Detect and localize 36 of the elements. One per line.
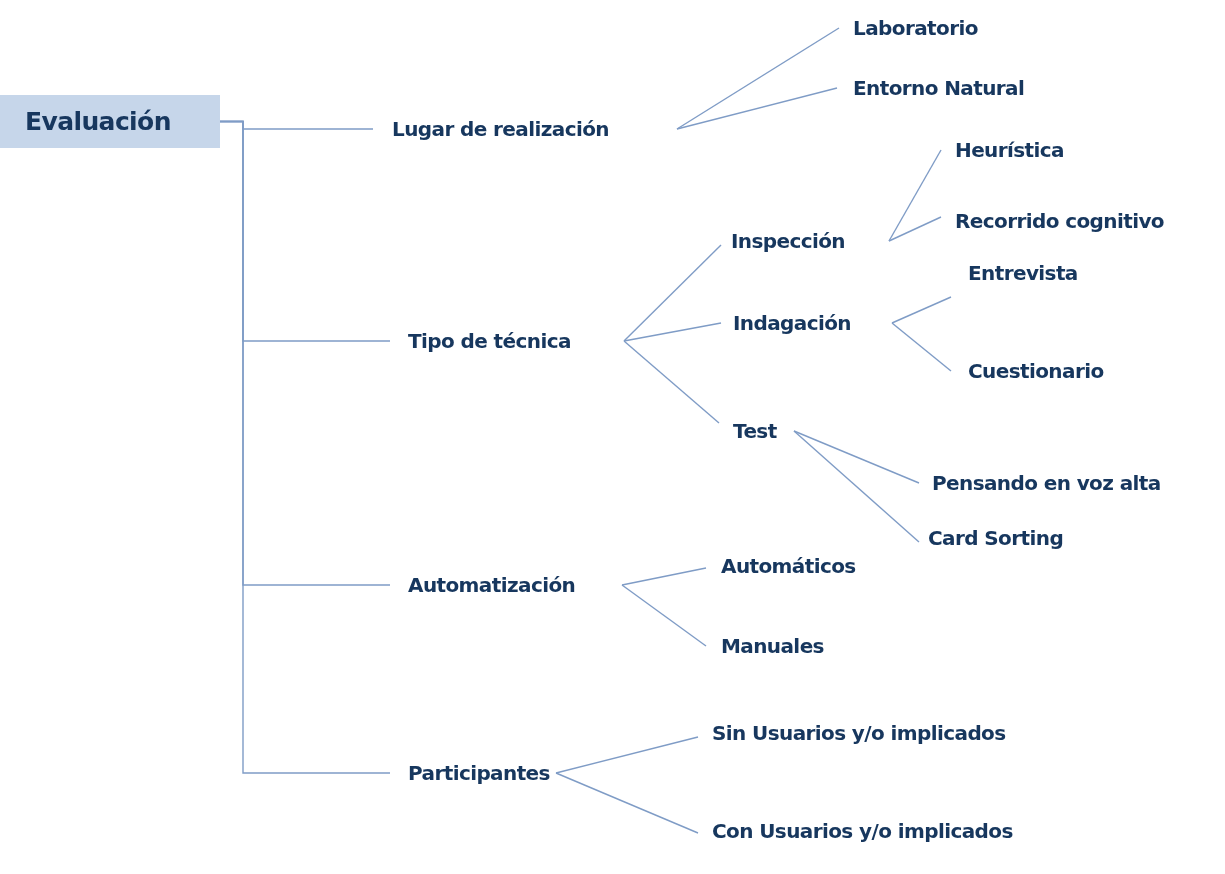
- connector-line: [623, 244, 722, 342]
- branch-label: Test: [718, 412, 795, 450]
- connector-line: [888, 149, 942, 242]
- branch-label: Entrevista: [950, 254, 1120, 292]
- branch-label: Heurística: [940, 131, 1110, 169]
- connector-line: [219, 120, 391, 774]
- branch-label: Card Sorting: [918, 519, 1108, 557]
- branch-label: Lugar de realización: [373, 110, 678, 148]
- branch-label: Participantes: [390, 754, 557, 792]
- connector-line: [888, 216, 942, 242]
- connector-line: [676, 87, 838, 130]
- connector-line: [891, 296, 952, 324]
- branch-label: Inspección: [720, 222, 890, 260]
- branch-label: Automatización: [390, 566, 623, 604]
- connector-line: [623, 340, 720, 424]
- connector-line: [555, 772, 699, 834]
- branch-label: Sin Usuarios y/o implicados: [697, 714, 1097, 752]
- connector-line: [793, 430, 920, 484]
- connector-line: [793, 430, 920, 543]
- branch-label: Cuestionario: [950, 352, 1150, 390]
- branch-label: Pensando en voz alta: [918, 464, 1220, 502]
- branch-label: Entorno Natural: [836, 70, 1076, 106]
- connector-line: [891, 322, 952, 372]
- connector-line: [621, 584, 707, 647]
- root-box: Evaluación: [0, 95, 220, 148]
- branch-label: Manuales: [705, 627, 875, 665]
- connector-line: [621, 567, 707, 586]
- branch-label: Con Usuarios y/o implicados: [697, 812, 1117, 850]
- branch-label: Automáticos: [705, 547, 905, 585]
- connector-line: [555, 736, 699, 774]
- branch-label: Indagación: [720, 304, 893, 342]
- branch-label: Tipo de técnica: [390, 322, 625, 360]
- branch-label: Recorrido cognitivo: [940, 202, 1220, 240]
- connector-line: [623, 322, 722, 342]
- connector-line: [676, 27, 840, 130]
- branch-label: Laboratorio: [838, 10, 1028, 46]
